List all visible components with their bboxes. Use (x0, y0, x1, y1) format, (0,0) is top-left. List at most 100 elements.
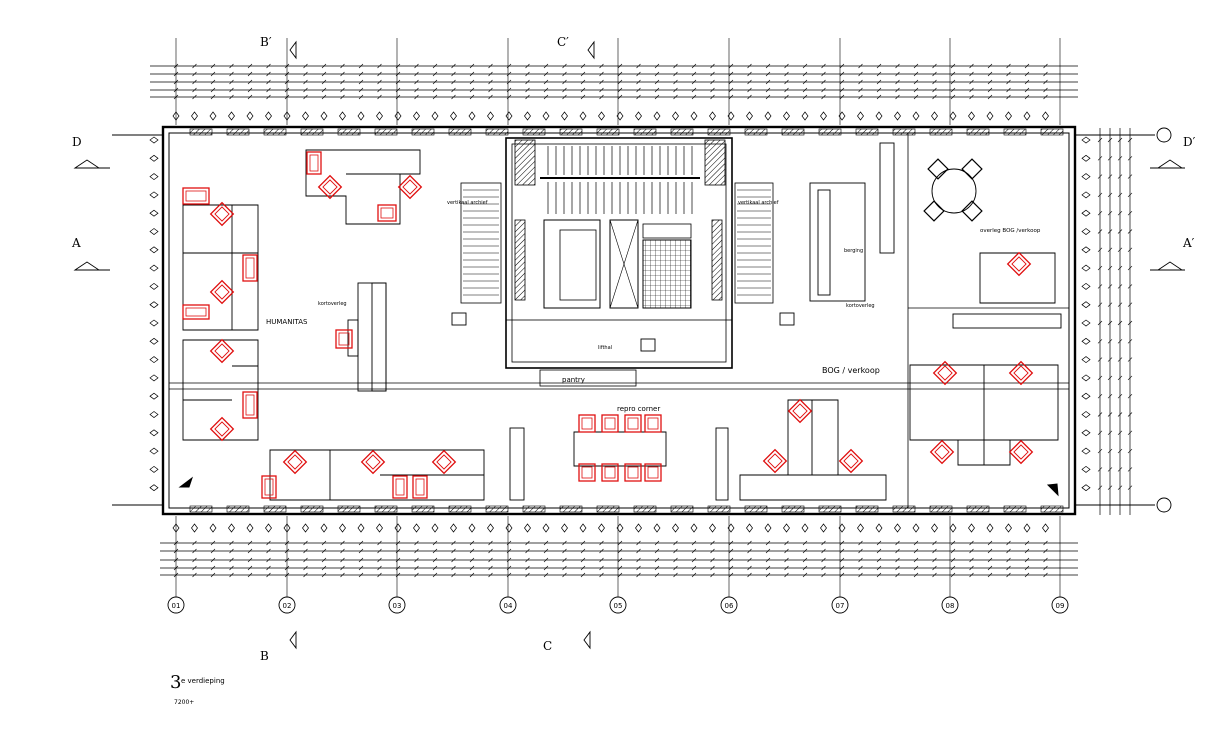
dim-tick (1097, 174, 1103, 179)
dim-tick (636, 565, 641, 571)
facade-marker (339, 523, 346, 533)
facade-marker (1081, 447, 1091, 455)
dim-tick (673, 572, 678, 578)
dim-tick (580, 79, 586, 85)
window-frame (744, 505, 768, 513)
room-label-archive-left: vertikaal archief (447, 200, 488, 206)
dim-tick (229, 63, 234, 69)
side-chair-frame (624, 463, 642, 482)
side-chair (601, 463, 619, 482)
office-chair (1008, 439, 1034, 465)
dim-tick (858, 71, 863, 77)
facade-marker (1081, 228, 1091, 235)
dim-tick (876, 63, 882, 69)
facade-marker (838, 523, 846, 533)
dim-tick (1043, 94, 1048, 100)
dim-tick (358, 540, 364, 546)
grid-bubble-label: 01 (172, 602, 181, 610)
grid-bubble-label: 09 (1056, 602, 1065, 610)
dim-tick (1097, 137, 1103, 143)
dim-tick (821, 557, 826, 563)
dim-tick (913, 94, 919, 100)
dim-tick (950, 71, 956, 77)
dim-tick (987, 572, 993, 578)
grid-bubble (167, 596, 185, 614)
archive-right (734, 182, 774, 304)
dim-tick (654, 87, 660, 93)
side-chair (261, 475, 277, 499)
dim-tick (247, 540, 253, 546)
dim-tick (765, 63, 771, 69)
dim-tick (784, 79, 789, 85)
dim-tick (506, 63, 512, 69)
office-chair-seat (1006, 251, 1032, 277)
dim-tick (525, 79, 530, 85)
dim-tick (210, 548, 216, 554)
dim-tick (599, 540, 604, 546)
dim-tick (451, 548, 456, 554)
grid-bubble-label: 03 (393, 602, 402, 610)
facade-marker (265, 523, 272, 533)
dim-tick (525, 565, 530, 571)
side-chair-frame (644, 463, 662, 482)
facade-marker (149, 173, 159, 181)
archive-left (460, 182, 502, 304)
dim-tick (580, 540, 586, 546)
dim-tick (1107, 375, 1113, 381)
facade-marker (149, 356, 159, 364)
side-chair-seat (604, 417, 616, 430)
dim-tick (210, 572, 216, 578)
dim-tick (636, 63, 641, 69)
section-label-d: D (72, 135, 82, 149)
dim-tick (525, 94, 530, 100)
dim-tick (710, 71, 715, 77)
side-chair (182, 304, 210, 320)
dim-tick (1107, 467, 1113, 472)
left-facade-markers (149, 136, 1091, 492)
office-chair (787, 398, 813, 424)
facade-marker (228, 111, 235, 121)
dim-tick (950, 540, 956, 546)
office-chair-cushion (214, 206, 230, 222)
dim-tick (229, 71, 234, 77)
dim-tick (710, 557, 715, 563)
dim-tick (543, 572, 549, 578)
facade-marker (320, 111, 328, 121)
dim-tick (451, 79, 456, 85)
meeting-chair (927, 158, 949, 180)
dim-tick (414, 540, 419, 546)
section-label-a-prime: A′ (1182, 236, 1195, 250)
dim-tick (562, 540, 567, 546)
dim-tick (932, 565, 937, 571)
dim-tick (247, 557, 253, 563)
dim-tick (414, 63, 419, 69)
dim-tick (969, 79, 974, 85)
facade-marker (579, 523, 587, 533)
side-chair (412, 475, 428, 499)
facade-marker (320, 523, 328, 533)
dim-tick (580, 87, 586, 93)
dim-tick (728, 557, 734, 563)
dim-tick (969, 565, 974, 571)
window-frame (670, 505, 694, 513)
facade-marker (635, 523, 642, 533)
dim-tick (932, 540, 937, 546)
dim-tick (377, 79, 382, 85)
dim-tick (321, 557, 327, 563)
dim-tick (451, 87, 456, 93)
side-chair-frame (242, 254, 258, 282)
dim-tick (839, 548, 845, 554)
dim-tick (543, 87, 549, 93)
dim-tick (969, 94, 974, 100)
facade-marker (450, 523, 457, 533)
dim-tick (469, 87, 475, 93)
dim-tick (395, 79, 401, 85)
dim-tick (1024, 548, 1030, 554)
side-chair (335, 329, 353, 349)
dim-tick (747, 87, 752, 93)
room-label-overleg: overleg BOG /verkoop (980, 228, 1041, 234)
side-chair-seat (264, 478, 274, 496)
dim-tick (1117, 412, 1123, 417)
dim-tick (414, 71, 419, 77)
dim-tick (1107, 247, 1113, 253)
